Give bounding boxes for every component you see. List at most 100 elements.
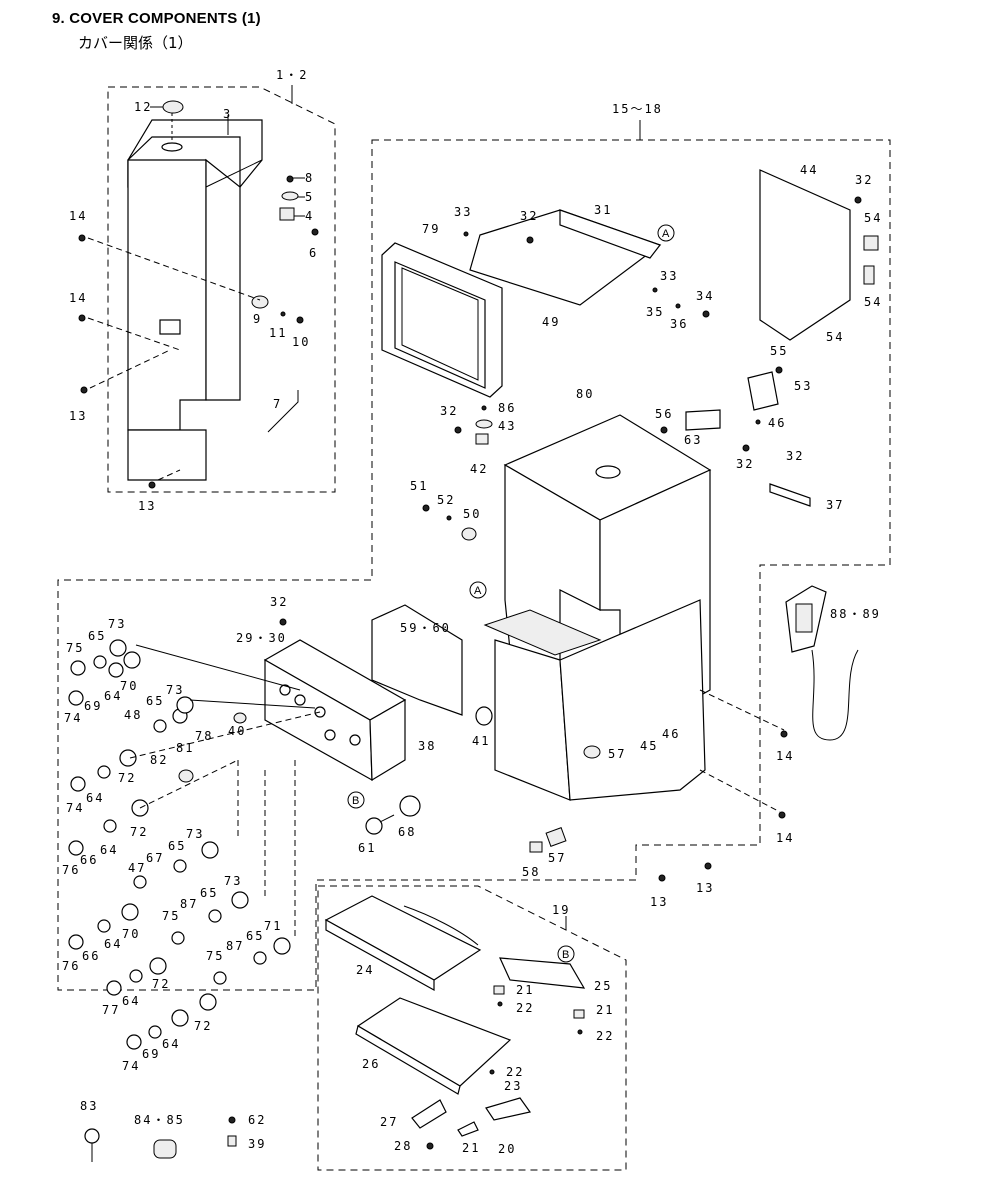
- group-label-1-2: 1・2: [276, 68, 308, 82]
- part-label-65c: 65: [168, 839, 186, 853]
- part-label-47: 47: [128, 861, 146, 875]
- part-label-4: 4: [305, 209, 314, 223]
- part-label-65e: 65: [246, 929, 264, 943]
- part-label-32f: 32: [270, 595, 288, 609]
- part-label-56: 56: [655, 407, 673, 421]
- group-label-19: 19: [552, 903, 570, 917]
- part-label-52: 52: [437, 493, 455, 507]
- part-label-21c: 21: [462, 1141, 480, 1155]
- part-label-29-30: 29・30: [236, 631, 287, 645]
- part-label-76b: 76: [62, 959, 80, 973]
- page-title: 9. COVER COMPONENTS (1): [52, 10, 261, 27]
- part-label-32b: 32: [855, 173, 873, 187]
- part-label-76a: 76: [62, 863, 80, 877]
- part-label-64a: 64: [104, 689, 122, 703]
- part-label-75c: 75: [206, 949, 224, 963]
- part-label-54b: 54: [864, 295, 882, 309]
- part-label-80: 80: [576, 387, 594, 401]
- part-label-75a: 75: [66, 641, 84, 655]
- part-label-77: 77: [102, 1003, 120, 1017]
- part-label-57b: 57: [548, 851, 566, 865]
- part-label-65a: 65: [88, 629, 106, 643]
- cap-part-12: [162, 100, 184, 114]
- part-label-69a: 69: [84, 699, 102, 713]
- part-label-64e: 64: [122, 994, 140, 1008]
- group-boundary-1-2: [107, 86, 336, 493]
- part-label-66b: 66: [82, 949, 100, 963]
- part-label-25: 25: [594, 979, 612, 993]
- part-label-37: 37: [826, 498, 844, 512]
- part-label-42: 42: [470, 462, 488, 476]
- part-label-70b: 70: [122, 927, 140, 941]
- part-label-46a: 46: [768, 416, 786, 430]
- monitor-part-79: [381, 242, 503, 398]
- part-label-13a: 13: [69, 409, 87, 423]
- part-label-68: 68: [398, 825, 416, 839]
- part-label-72d: 72: [194, 1019, 212, 1033]
- part-label-88-89: 88・89: [830, 607, 881, 621]
- part-label-27: 27: [380, 1115, 398, 1129]
- part-label-61: 61: [358, 841, 376, 855]
- part-label-53: 53: [794, 379, 812, 393]
- part-label-54c: 54: [826, 330, 844, 344]
- part-label-33a: 33: [454, 205, 472, 219]
- part-label-5: 5: [305, 190, 314, 204]
- part-label-13c: 13: [650, 895, 668, 909]
- callout-A-middle: A: [474, 585, 482, 597]
- part-label-36: 36: [670, 317, 688, 331]
- part-label-78: 78: [195, 729, 213, 743]
- part-label-74c: 74: [122, 1059, 140, 1073]
- part-label-75b: 75: [162, 909, 180, 923]
- part-label-72c: 72: [152, 977, 170, 991]
- part-label-10: 10: [292, 335, 310, 349]
- callout-B-left: B: [352, 795, 359, 807]
- bracket-part-53: [747, 371, 779, 411]
- part-label-55: 55: [770, 344, 788, 358]
- part-label-32e: 32: [786, 449, 804, 463]
- pendant-part-88-89: [785, 585, 859, 741]
- part-label-58: 58: [522, 865, 540, 879]
- part-label-45: 45: [640, 739, 658, 753]
- part-label-70a: 70: [120, 679, 138, 693]
- part-label-66a: 66: [80, 853, 98, 867]
- part-label-59-60: 59・60: [400, 621, 451, 635]
- part-label-79: 79: [422, 222, 440, 236]
- part-label-14c: 14: [776, 749, 794, 763]
- part-label-21b: 21: [596, 1003, 614, 1017]
- part-label-28: 28: [394, 1139, 412, 1153]
- part-label-46b: 46: [662, 727, 680, 741]
- part-label-22a: 22: [516, 1001, 534, 1015]
- part-label-87b: 87: [226, 939, 244, 953]
- group-boundary-19: [317, 885, 627, 1171]
- part-label-82: 82: [150, 753, 168, 767]
- part-label-12: 12: [134, 100, 152, 114]
- part-label-73d: 73: [224, 874, 242, 888]
- part-label-38: 38: [418, 739, 436, 753]
- part-label-81: 81: [176, 741, 194, 755]
- part-label-63: 63: [684, 433, 702, 447]
- keyboard-part-24: [324, 895, 482, 992]
- page-subtitle: カバー関係（1）: [78, 34, 193, 52]
- switch-box-part-29-30: [263, 639, 407, 782]
- part-label-84-85: 84・85: [134, 1113, 185, 1127]
- part-label-64b: 64: [86, 791, 104, 805]
- part-label-24: 24: [356, 963, 374, 977]
- part-label-64d: 64: [104, 937, 122, 951]
- part-label-21a: 21: [516, 983, 534, 997]
- part-label-22c: 22: [506, 1065, 524, 1079]
- part-label-72b: 72: [130, 825, 148, 839]
- part-label-14a: 14: [69, 209, 87, 223]
- part-label-20: 20: [498, 1142, 516, 1156]
- plate-part-44: [759, 169, 851, 341]
- part-label-65b: 65: [146, 694, 164, 708]
- part-label-11: 11: [269, 326, 287, 340]
- part-label-73a: 73: [108, 617, 126, 631]
- callout-B-right: B: [562, 949, 569, 961]
- part-label-54a: 54: [864, 211, 882, 225]
- part-label-73b: 73: [166, 683, 184, 697]
- part-label-64f: 64: [162, 1037, 180, 1051]
- part-label-41: 41: [472, 734, 490, 748]
- part-label-13b: 13: [138, 499, 156, 513]
- part-label-23: 23: [504, 1079, 522, 1093]
